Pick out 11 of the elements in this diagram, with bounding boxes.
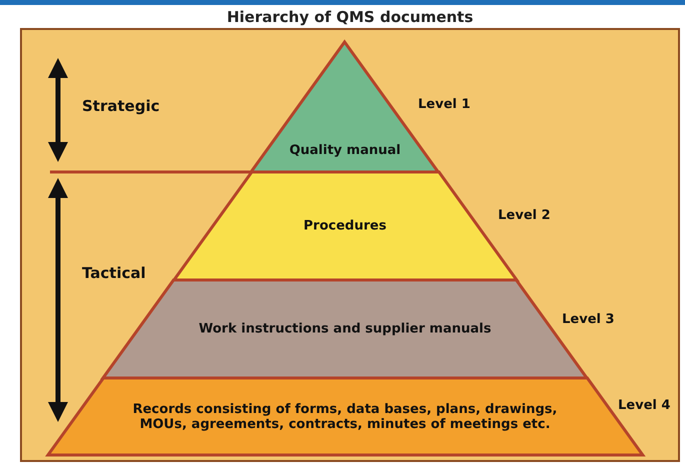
tier-label: Work instructions and supplier manuals bbox=[198, 322, 492, 336]
level-label: Level 1 bbox=[418, 97, 470, 112]
tier-group-label: Strategic bbox=[82, 97, 160, 115]
tier-label: Records consisting of forms, data bases, plans, drawings, MOUs, agreements, contracts, minutes of meetings etc. bbox=[132, 402, 558, 432]
diagram-title: Hierarchy of QMS documents bbox=[226, 7, 474, 28]
tier-label: Procedures bbox=[302, 218, 388, 234]
level-label: Level 2 bbox=[498, 208, 550, 223]
tier-label: Quality manual bbox=[288, 143, 402, 158]
tier-group-label: Tactical bbox=[82, 264, 146, 282]
level-label: Level 3 bbox=[562, 312, 614, 327]
level-label: Level 4 bbox=[618, 398, 670, 413]
